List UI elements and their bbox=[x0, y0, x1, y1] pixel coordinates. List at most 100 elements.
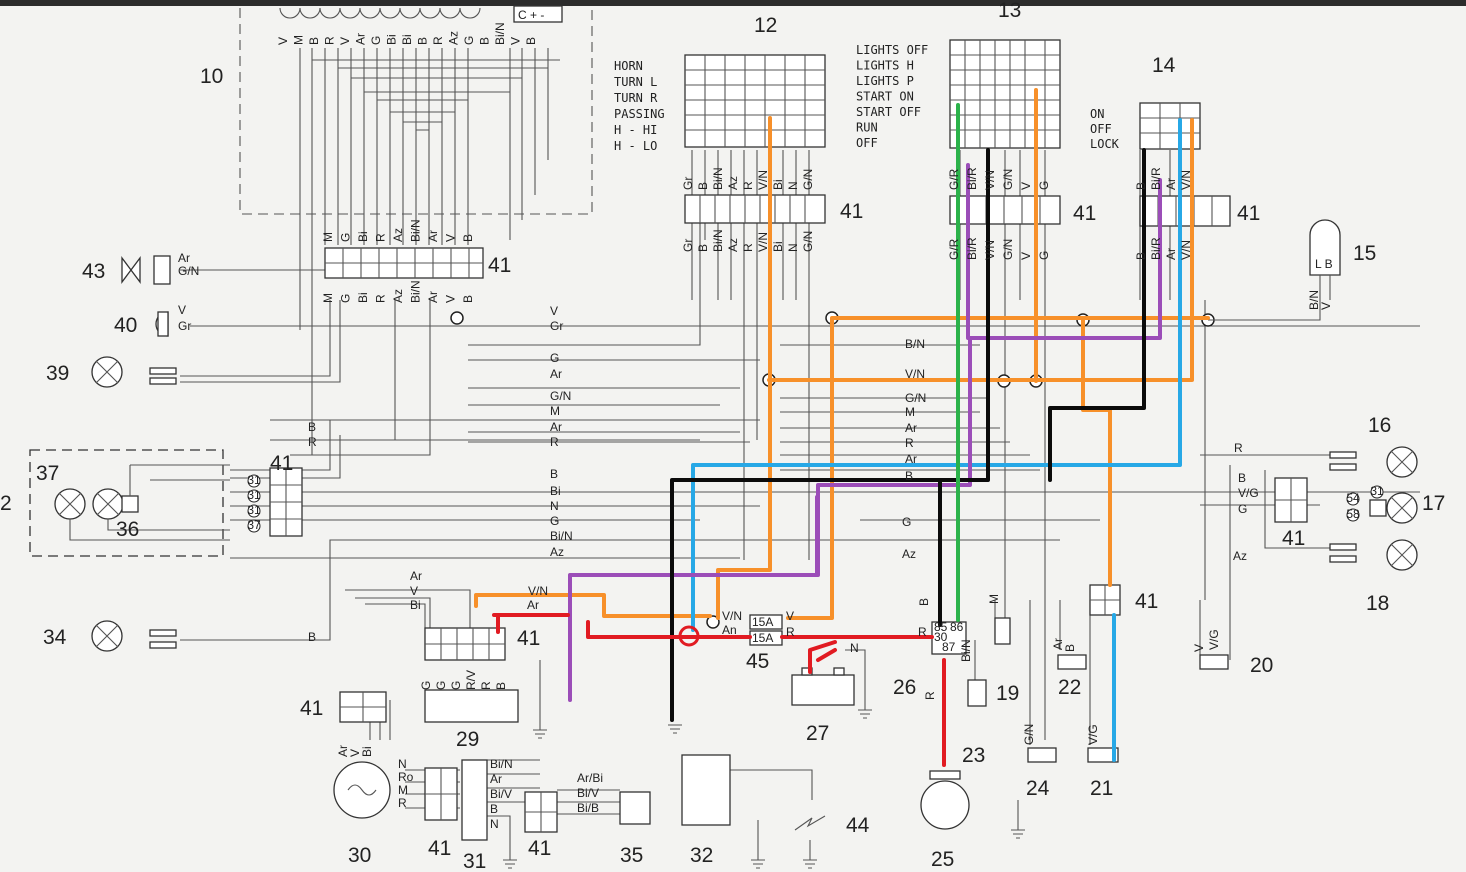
pin-marker bbox=[247, 504, 261, 518]
component-15 bbox=[1309, 219, 1341, 276]
switch-12-position-label: HORN bbox=[614, 59, 643, 73]
component-number-45: 45 bbox=[746, 650, 769, 673]
wire-color-label: R bbox=[550, 435, 559, 449]
connector-41-rear bbox=[1274, 477, 1308, 523]
sw14-pin-label: Bi/R bbox=[1149, 237, 1163, 260]
component-number-10: 10 bbox=[200, 65, 223, 88]
switch-21 bbox=[1087, 747, 1119, 763]
headlight-pin-number: 37 bbox=[247, 518, 261, 532]
wire-color-label: G bbox=[550, 351, 559, 365]
sw12-pin-label: Gr bbox=[681, 239, 695, 252]
component-32 bbox=[681, 754, 731, 826]
regulator-wire-label: B bbox=[490, 802, 498, 816]
headlight-pin-number: 31 bbox=[247, 503, 261, 517]
component-number-32: 32 bbox=[690, 844, 713, 867]
wire-color-label: Bi bbox=[550, 484, 561, 498]
switch-13 bbox=[949, 39, 1061, 149]
sw14-pin-label: Ar bbox=[1164, 178, 1178, 190]
top-border bbox=[0, 0, 1466, 6]
generator-pin-label: Ar bbox=[336, 745, 350, 757]
mid-bus-left bbox=[468, 200, 760, 443]
wire-color-label: R bbox=[905, 436, 914, 450]
sw14-pin-label: B bbox=[1134, 182, 1148, 190]
connector-41-sw14 bbox=[1139, 195, 1231, 227]
left-wires-mid bbox=[230, 420, 1420, 559]
sw13-pin-label: G bbox=[1037, 181, 1051, 190]
box-10-pin-label: Bi bbox=[400, 34, 414, 45]
sw12-pin-label: Bi bbox=[771, 179, 785, 190]
wire-color-label: R bbox=[1234, 441, 1243, 455]
box-10-pin-label: M bbox=[292, 35, 306, 45]
box-10-pin-label: B bbox=[524, 37, 538, 45]
box-10-pin-label: Bi/N bbox=[493, 22, 507, 45]
generator-wire-label: M bbox=[398, 783, 408, 797]
wire-color-label: V/N bbox=[528, 584, 548, 598]
sw12-pin-label: Az bbox=[726, 238, 740, 252]
switch-12-position-label: TURN R bbox=[614, 91, 658, 105]
switch-13-position-label: RUN bbox=[856, 121, 878, 135]
wire-color-label: V bbox=[550, 304, 558, 318]
connector-41-number: 41 bbox=[428, 837, 451, 860]
sw12-pin-label: R bbox=[741, 243, 755, 252]
fuse-label: 15A bbox=[752, 631, 773, 645]
connector-41-21 bbox=[1089, 584, 1121, 616]
component-number-44: 44 bbox=[846, 814, 870, 837]
connector-41-pin-label: M bbox=[321, 232, 335, 242]
wire-color-label: Gr bbox=[550, 319, 563, 333]
generator-30 bbox=[333, 761, 391, 819]
wire-color-label: V/N bbox=[905, 367, 925, 381]
wire-color-label: R bbox=[786, 625, 795, 639]
box-10-cap-label: C + - bbox=[518, 8, 544, 22]
lamp-39 bbox=[91, 356, 177, 388]
connector-41-number: 41 bbox=[1073, 202, 1096, 225]
component-29 bbox=[424, 689, 519, 723]
connector-41-sw12 bbox=[684, 194, 826, 224]
component-29-pin-label: B bbox=[494, 682, 508, 690]
sw12-pin-label: N bbox=[786, 243, 800, 252]
component-29-pin-label: R/V bbox=[464, 670, 478, 690]
connector-41-pin-label: G bbox=[339, 294, 353, 303]
component-number-16: 16 bbox=[1368, 414, 1391, 437]
wire-color-label: M bbox=[550, 404, 560, 418]
switch-14-position-label: LOCK bbox=[1090, 137, 1120, 151]
wire-color-label: B bbox=[1063, 644, 1077, 652]
wire-color-label: M bbox=[987, 594, 1001, 604]
headlight-pin-number: 31 bbox=[247, 473, 261, 487]
orange-wire bbox=[474, 88, 1210, 620]
component-35 bbox=[619, 791, 651, 825]
sw14-pin-label: Bi/R bbox=[1149, 167, 1163, 190]
switch-20 bbox=[1199, 654, 1229, 670]
component-number-2: 2 bbox=[0, 492, 12, 515]
red-junction-circle bbox=[678, 625, 700, 647]
pin-marker bbox=[1346, 492, 1360, 506]
switch-12-position-label: PASSING bbox=[614, 107, 665, 121]
connector-41-pin-label: R bbox=[374, 294, 388, 303]
connector-41-pin-label: V bbox=[444, 295, 458, 303]
generator-wire-label: R bbox=[398, 796, 407, 810]
component-29-pin-label: G bbox=[449, 681, 463, 690]
component-15-wires bbox=[1208, 275, 1331, 321]
connector-wire-label: Bi/V bbox=[577, 786, 599, 800]
switch-14-grid bbox=[1140, 103, 1200, 149]
component-number-15: 15 bbox=[1353, 242, 1376, 265]
headlight-2-box bbox=[29, 449, 224, 557]
purple-wire bbox=[568, 163, 1162, 702]
connector-wire-label: Ar/Bi bbox=[577, 771, 603, 785]
wire-color-label: Ar bbox=[550, 367, 562, 381]
connector-41-number: 41 bbox=[1282, 527, 1305, 550]
wire-color-label: R bbox=[308, 435, 317, 449]
regulator-wire-label: Ar bbox=[490, 772, 502, 786]
spark-44-icon bbox=[794, 815, 826, 831]
component-number-34: 34 bbox=[43, 626, 67, 649]
box-10-pin-label: B bbox=[307, 37, 321, 45]
taillight-pin-number: 58 bbox=[1346, 507, 1360, 521]
battery-27 bbox=[791, 674, 855, 706]
wire-color-label: An bbox=[722, 623, 737, 637]
pin-marker bbox=[1370, 485, 1384, 499]
component-number-18: 18 bbox=[1366, 592, 1389, 615]
lamp-37 bbox=[54, 488, 86, 520]
sw13-pin-label: G/N bbox=[1001, 239, 1015, 260]
connector-41-small bbox=[339, 691, 387, 723]
component-number-26: 26 bbox=[893, 676, 916, 699]
